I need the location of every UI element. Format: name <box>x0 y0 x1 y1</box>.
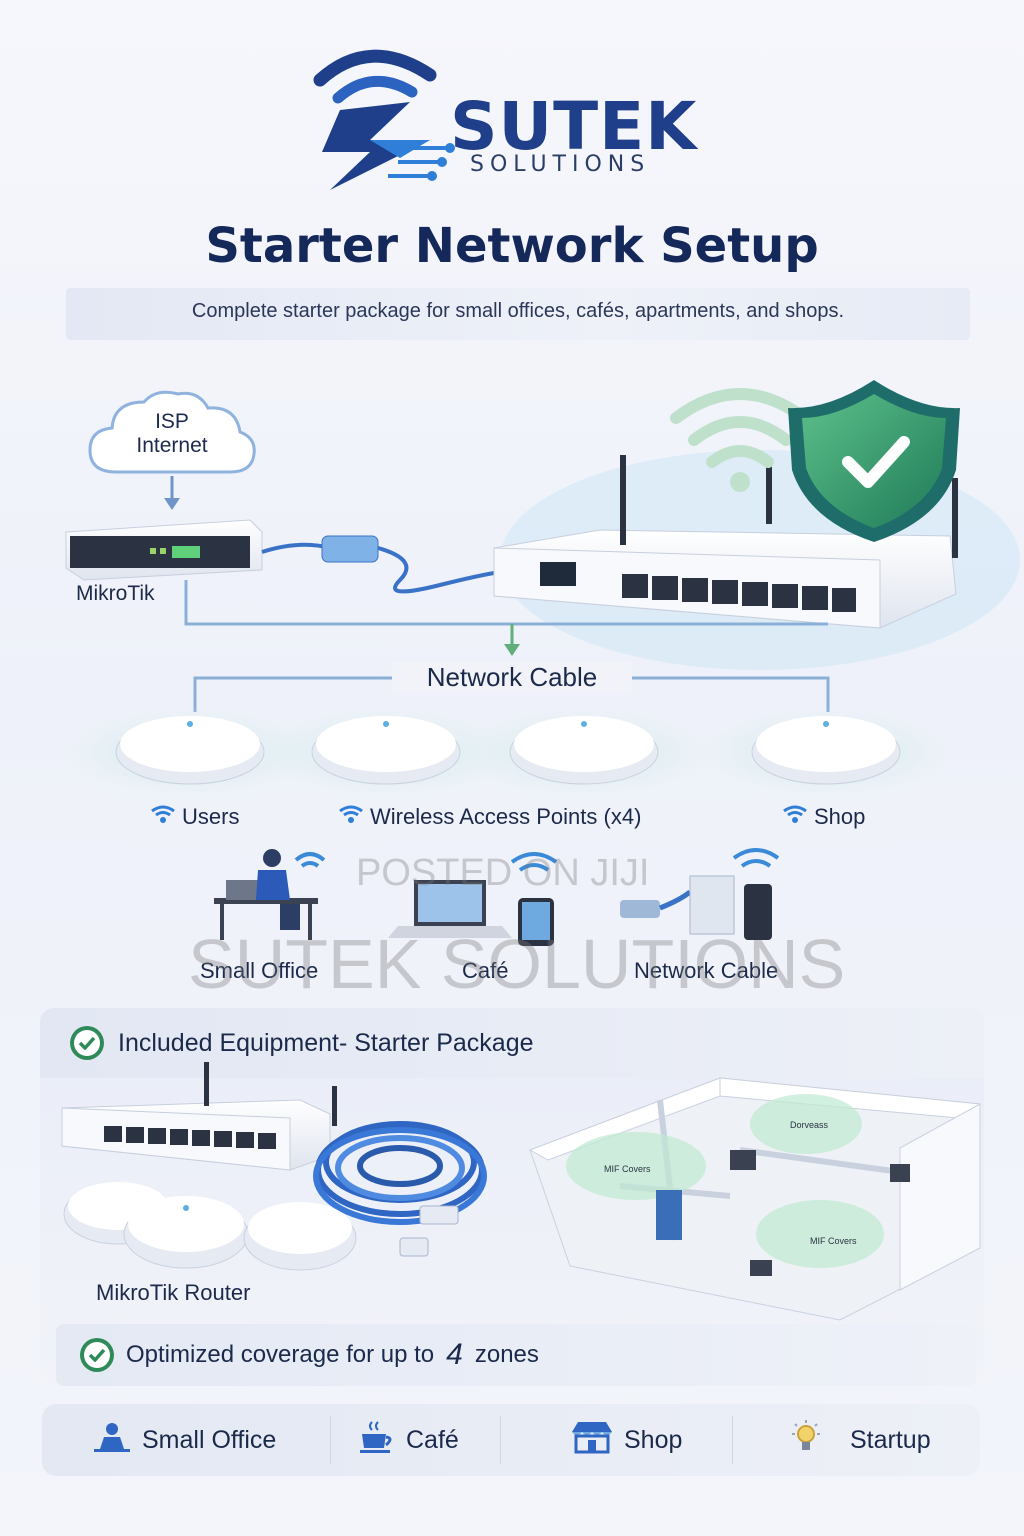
check-icon <box>70 1026 104 1060</box>
footer-item-cafe: Café <box>358 1420 459 1460</box>
office-worker-icon <box>92 1421 132 1460</box>
access-point-icon <box>509 716 659 785</box>
ap-label-text: Shop <box>814 804 866 829</box>
zone-label: MIF Covers <box>810 1236 857 1246</box>
mikrotik-label: MikroTik <box>76 582 155 605</box>
equipment-header: Included Equipment- Starter Package <box>70 1026 534 1060</box>
storefront-icon <box>570 1420 614 1461</box>
check-icon <box>80 1338 114 1372</box>
access-point-icon <box>115 716 265 785</box>
wifi-icon <box>782 804 808 830</box>
footer-bar <box>42 1404 980 1476</box>
ap-label-users: Users <box>150 804 239 830</box>
coverage-suffix: zones <box>474 1341 539 1368</box>
page-title: Starter Network Setup <box>205 218 819 274</box>
coverage-line: Optimized coverage for up to 4 zones <box>80 1338 539 1372</box>
page-subtitle: Complete starter package for small offic… <box>191 300 845 322</box>
footer-item-startup: Startup <box>786 1419 931 1461</box>
equipment-illustration <box>61 1062 981 1321</box>
brand-sub: SOLUTIONS <box>470 152 651 177</box>
cloud-icon <box>88 390 256 474</box>
isp-cloud: ISP Internet <box>86 388 258 476</box>
footer-label: Startup <box>850 1425 931 1454</box>
footer-divider <box>330 1416 331 1464</box>
coverage-bar <box>56 1324 976 1386</box>
wifi-icon <box>150 804 176 830</box>
zone-label: Dorveass <box>790 1120 829 1130</box>
lightbulb-icon <box>786 1419 826 1461</box>
logo-mark-icon <box>313 49 455 190</box>
cloud-line1: ISP <box>155 410 189 433</box>
zone-label: MIF Covers <box>604 1164 651 1174</box>
brand-name: SUTEK <box>450 88 698 165</box>
security-shield-icon <box>788 380 960 542</box>
footer-label: Shop <box>624 1425 683 1454</box>
footer-item-shop: Shop <box>570 1420 682 1460</box>
switch-icon <box>61 1062 337 1171</box>
network-diagram <box>60 380 1020 946</box>
ap-label-shop: Shop <box>782 804 865 830</box>
access-point-icon <box>243 1202 357 1271</box>
cloud-line2: Internet <box>136 434 208 457</box>
wifi-icon <box>338 804 364 830</box>
equipment-header-bar <box>40 1008 984 1078</box>
mikrotik-box-icon <box>65 519 263 581</box>
ap-label-text: Wireless Access Points (x4) <box>370 804 642 829</box>
watermark-line2: SUTEK SOLUTIONS <box>188 925 846 1003</box>
network-cable-icon <box>620 848 780 940</box>
footer-label: Café <box>406 1425 459 1454</box>
network-cable-label: Network Cable <box>392 662 632 693</box>
footer-label: Small Office <box>142 1425 277 1454</box>
main-router-icon <box>493 455 958 629</box>
subtitle-bar <box>66 288 970 340</box>
access-point-icon <box>751 716 901 785</box>
office-scene-icon <box>214 849 326 940</box>
router-caption: MikroTik Router <box>96 1280 251 1305</box>
footer-divider <box>500 1416 501 1464</box>
ap-label-text: Users <box>182 804 240 829</box>
scene-label-cafe: Café <box>462 958 509 983</box>
coverage-count: 4 <box>446 1338 463 1371</box>
cable-coil-icon <box>313 1121 487 1225</box>
coffee-cup-icon <box>358 1420 396 1461</box>
ap-label-wap: Wireless Access Points (x4) <box>338 804 641 830</box>
coverage-prefix: Optimized coverage for up to <box>126 1341 435 1368</box>
floorplan-icon <box>528 1077 981 1321</box>
access-point-icon <box>123 1196 249 1269</box>
scene-label-office: Small Office <box>200 958 319 983</box>
footer-item-small-office: Small Office <box>92 1420 276 1460</box>
footer-divider <box>732 1416 733 1464</box>
equipment-title: Included Equipment- Starter Package <box>118 1028 534 1057</box>
scene-label-cable: Network Cable <box>634 958 779 983</box>
laptop-phone-icon <box>388 852 558 946</box>
brand-logo: SUTEK SOLUTIONS <box>300 40 720 200</box>
watermark-line1: POSTED ON JIJI <box>356 852 650 894</box>
access-point-icon <box>311 716 461 785</box>
